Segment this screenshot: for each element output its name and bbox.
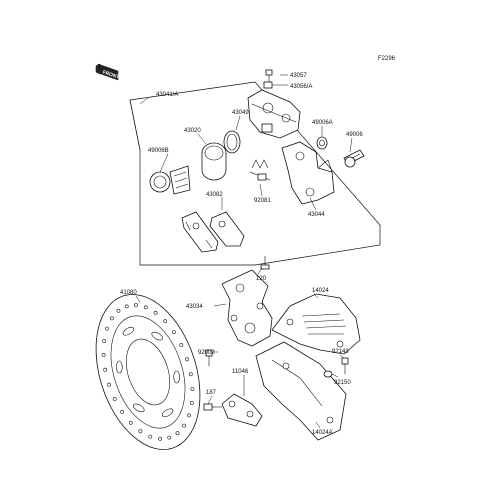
label-43044: 43044 bbox=[308, 212, 325, 218]
label-43049: 43049 bbox=[232, 110, 249, 116]
label-43082: 43082 bbox=[206, 192, 223, 198]
disc-drill-hole bbox=[158, 436, 163, 441]
disc-slot bbox=[173, 370, 181, 384]
disc-slot bbox=[161, 408, 174, 418]
label-43034: 43034 bbox=[186, 304, 203, 310]
disc-drill-hole bbox=[112, 397, 117, 401]
disc-drill-hole bbox=[102, 339, 107, 343]
brake-pads bbox=[181, 211, 245, 253]
leader-lines bbox=[135, 74, 353, 429]
bolt-92002 bbox=[205, 349, 213, 366]
disc-drill-hole bbox=[105, 326, 109, 331]
disc-drill-hole bbox=[128, 420, 133, 425]
disc-drill-hole bbox=[116, 308, 121, 313]
disc-drill-hole bbox=[148, 434, 153, 439]
disc-drill-hole bbox=[124, 304, 129, 309]
disc-drill-hole bbox=[171, 330, 176, 335]
washer-92150 bbox=[323, 370, 333, 378]
disc-drill-hole bbox=[133, 303, 138, 308]
label-14024: 14024 bbox=[312, 288, 329, 294]
label-187: 187 bbox=[206, 390, 217, 396]
front-arrow-icon: FRONT bbox=[95, 63, 120, 81]
pin-boot bbox=[316, 136, 328, 150]
bolt-120 bbox=[260, 256, 270, 270]
label-120: 120 bbox=[256, 276, 267, 282]
label-14024A: 14024A bbox=[312, 430, 333, 436]
dust-seal bbox=[149, 171, 171, 193]
disc-slot bbox=[151, 331, 163, 341]
part-labels: 43057 43056/A 43041/A 43049 49006A 43020… bbox=[120, 73, 363, 436]
disc-drill-hole bbox=[179, 343, 184, 347]
disc-drill-hole bbox=[175, 431, 180, 436]
label-92143: 92143 bbox=[332, 349, 349, 355]
label-43020: 43020 bbox=[184, 128, 201, 134]
label-92081: 92081 bbox=[254, 198, 271, 204]
disc-slot bbox=[115, 360, 123, 374]
caliper-bracket bbox=[281, 141, 335, 205]
bolt-92143 bbox=[341, 357, 349, 374]
caliper-body bbox=[247, 89, 301, 139]
label-43057: 43057 bbox=[290, 73, 307, 79]
disc-drill-hole bbox=[189, 401, 194, 405]
disc-drill-hole bbox=[120, 409, 125, 414]
guard-bracket bbox=[221, 393, 263, 427]
disc-drill-hole bbox=[153, 310, 158, 315]
disc-drill-hole bbox=[163, 319, 168, 324]
front-badge: FRONT bbox=[102, 70, 120, 81]
disc-drill-hole bbox=[182, 423, 187, 428]
disc-guard-upper bbox=[271, 293, 361, 355]
bolt-187 bbox=[203, 403, 222, 411]
piston bbox=[201, 142, 227, 181]
label-43041: 43041/A bbox=[156, 92, 178, 98]
label-49006B: 49006B bbox=[148, 148, 169, 154]
label-41080: 41080 bbox=[120, 290, 137, 296]
disc-drill-hole bbox=[167, 435, 172, 440]
disc-guard-lower bbox=[255, 341, 347, 441]
bleeder-cap bbox=[263, 81, 273, 89]
figure-code: F2296 bbox=[378, 56, 396, 62]
disc-drill-hole bbox=[103, 367, 108, 372]
anti-rattle-spring bbox=[249, 159, 271, 181]
slide-pin bbox=[343, 149, 365, 168]
disc-slot bbox=[122, 326, 135, 336]
disc-drill-hole bbox=[138, 429, 143, 434]
brake-disc bbox=[95, 294, 201, 450]
label-49006A: 49006A bbox=[312, 120, 333, 126]
disc-drill-hole bbox=[187, 413, 191, 418]
caliper-holder bbox=[221, 269, 273, 347]
boot bbox=[169, 165, 191, 195]
disc-drill-hole bbox=[101, 352, 106, 357]
label-92002: 92002 bbox=[198, 350, 215, 356]
label-11046: 11046 bbox=[232, 369, 249, 375]
label-92150: 92150 bbox=[334, 380, 351, 386]
disc-drill-hole bbox=[107, 382, 111, 387]
disc-drill-hole bbox=[190, 387, 195, 392]
disc-drill-hole bbox=[185, 357, 189, 362]
label-49006: 49006 bbox=[346, 132, 363, 138]
disc-drill-hole bbox=[143, 305, 148, 310]
disc-drill-hole bbox=[188, 372, 193, 377]
label-43056: 43056/A bbox=[290, 84, 312, 90]
disc-drill-hole bbox=[110, 316, 114, 321]
disc-slot bbox=[133, 403, 145, 413]
